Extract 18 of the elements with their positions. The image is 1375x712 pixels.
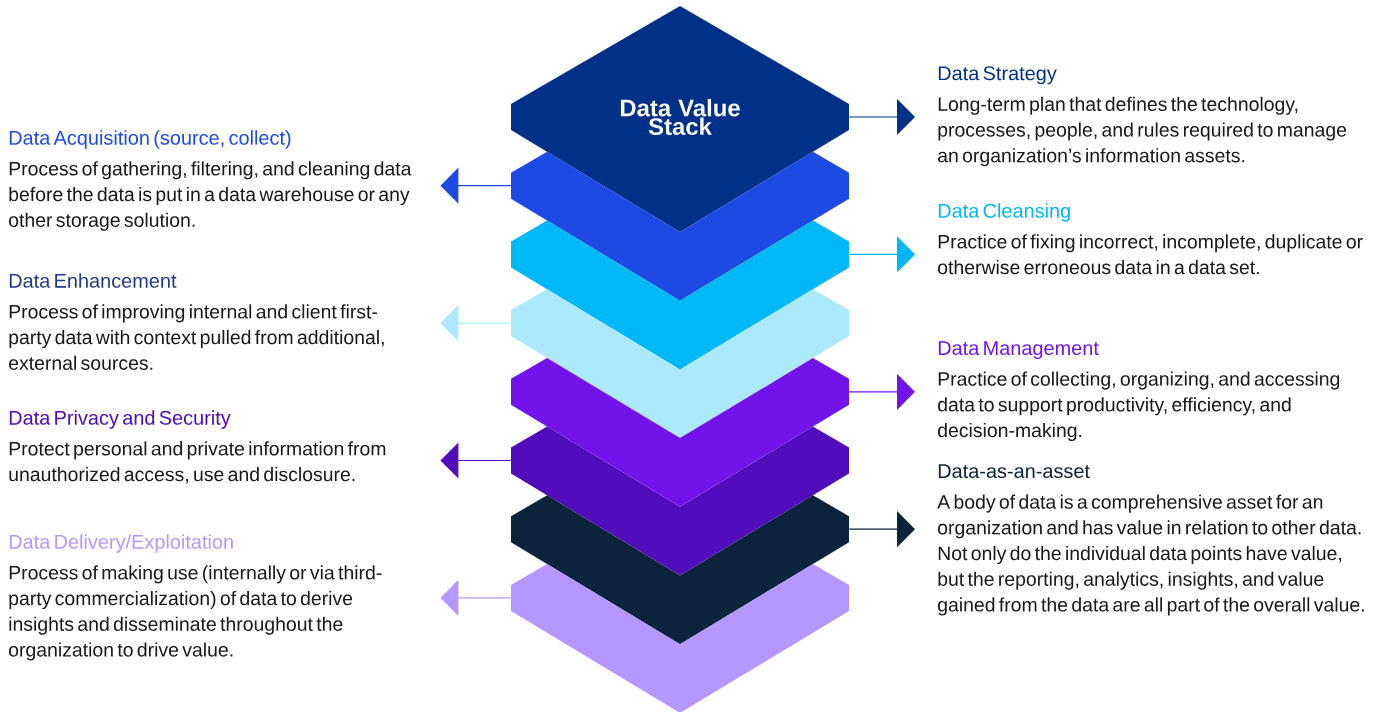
stack-layer — [511, 426, 849, 576]
description-text: Data Cleansing Practice of fixing incorrect, incomplete, duplicate or otherwise erroneous data in a data set. — [938, 203, 1363, 275]
description-text: Data Enhancement Process of improving internal and client first-party data with context pulled from additional, external sources. — [9, 273, 384, 370]
description-text: Data-as-an-asset A body of data is a comprehensive asset for an organization and has value in relation to other data. Not only do the individual data points have value, but the reporting, analytics, insights, and value gained from the data are all part of the overall value. — [937, 464, 1364, 616]
stack-layer — [511, 357, 849, 507]
stack-layer — [511, 495, 849, 645]
stack-layer — [511, 564, 849, 712]
description-text: Data Delivery/Exploitation Process of making use (internally or via third-party commercialization) of data to derive insights and disseminate throughout the organization to drive value. — [9, 534, 382, 661]
stack-layer — [511, 220, 849, 370]
description-text: Data Privacy and Security Protect personal and private information from unauthorized access, use and disclosure. — [9, 410, 386, 484]
description-text: Data Acquisition (source, collect) Process of gathering, filtering, and cleaning data before the data is put in a data warehouse or any other storage solution. — [9, 130, 412, 231]
description-text: Data Management Practice of collecting, organizing, and accessing data to support productivity, efficiency, and decision-making. — [938, 341, 1340, 442]
stack-layer — [511, 289, 849, 439]
description-text: Data Strategy Long-term plan that defines the technology, processes, people, and rules required to manage an organization’s information assets. — [938, 66, 1347, 167]
stack-layer: Data Value Stack — [511, 6, 849, 232]
arrow — [440, 305, 512, 342]
stack-layer — [511, 151, 849, 301]
arrow — [848, 373, 915, 410]
